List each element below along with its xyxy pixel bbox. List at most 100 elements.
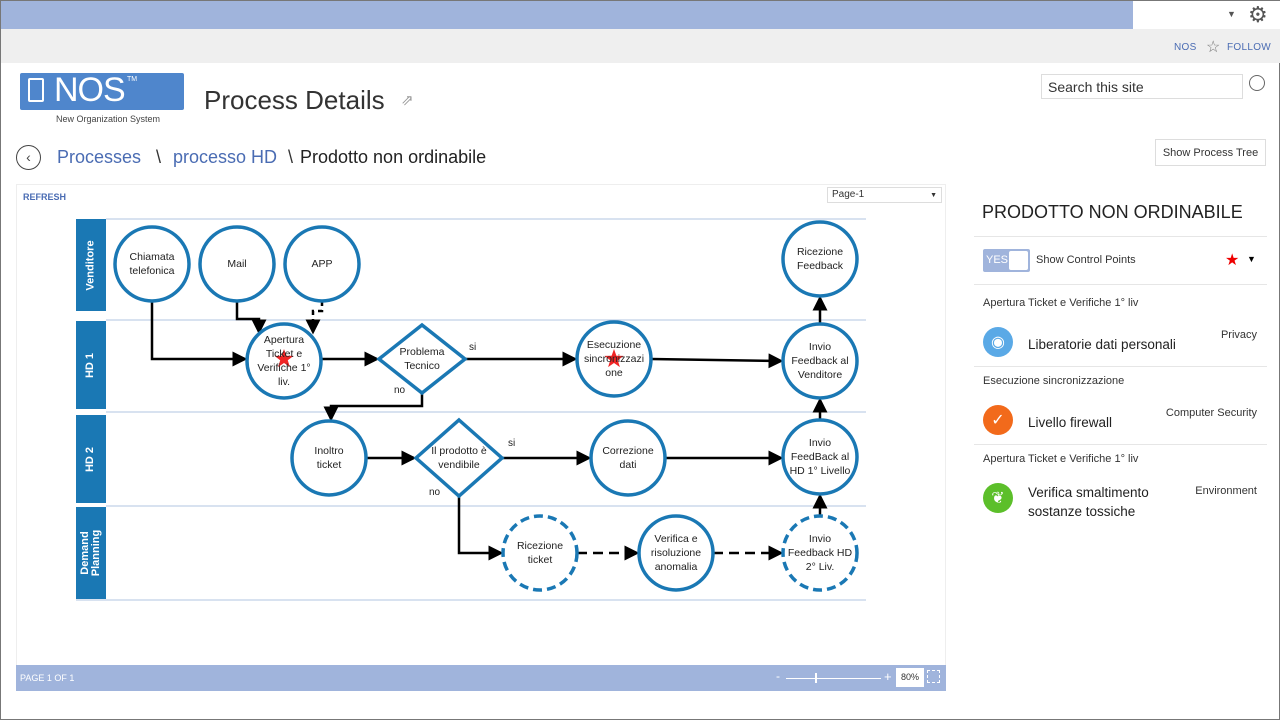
- page-status: PAGE 1 OF 1: [20, 673, 75, 683]
- node-ricezione-ticket: [501, 514, 579, 592]
- node-label[interactable]: Ricezione Feedback: [796, 246, 844, 272]
- edge: [235, 301, 267, 335]
- logo-tm: TM: [127, 76, 138, 83]
- breadcrumb-processes[interactable]: Processes: [57, 147, 142, 167]
- node-label[interactable]: Mail: [227, 258, 247, 270]
- toggle-text: Show Control Points: [1036, 254, 1136, 266]
- node-label[interactable]: Invio Feedback al Venditore: [791, 341, 849, 381]
- lane-hd2: HD 2: [76, 415, 106, 503]
- breadcrumb-separator: \: [288, 147, 294, 167]
- zoom-slider[interactable]: [786, 678, 881, 679]
- zoom-slider-handle[interactable]: [814, 673, 817, 683]
- toggle-knob: [1009, 251, 1028, 270]
- zoom-in-button[interactable]: +: [884, 669, 892, 684]
- control-step: Apertura Ticket e Verifiche 1° liv: [983, 453, 1139, 465]
- node-correzione: [589, 419, 667, 497]
- star-icon[interactable]: ★: [1225, 252, 1240, 269]
- page-select[interactable]: Page-1 ▼: [827, 187, 942, 203]
- star-icon[interactable]: ☆: [1206, 39, 1221, 56]
- logo-subtitle: New Organization System: [56, 114, 161, 124]
- node-label[interactable]: Problema Tecnico: [399, 346, 445, 372]
- suite-bar-right: ▼ ⚙: [1133, 1, 1280, 29]
- control-point-star-icon[interactable]: [604, 349, 624, 368]
- side-panel-title: PRODOTTO NON ORDINABILE: [982, 202, 1243, 222]
- edge: [323, 393, 424, 422]
- zoom-level[interactable]: 80%: [896, 668, 924, 687]
- node-app: [283, 225, 361, 303]
- edge: [150, 301, 248, 367]
- search-icon[interactable]: [1249, 75, 1265, 91]
- document-icon: [28, 78, 44, 102]
- divider: [974, 284, 1267, 285]
- control-points-toggle[interactable]: YES: [983, 249, 1030, 272]
- control-point-name[interactable]: Livello firewall: [1028, 415, 1113, 430]
- page-select-value: Page-1: [832, 189, 865, 200]
- node-label[interactable]: Invio Feedback HD 2° Liv.: [787, 533, 853, 573]
- control-point-name[interactable]: Verifica smaltimento sostanze tossiche: [1028, 485, 1149, 519]
- node-invio-hd1: [781, 418, 859, 496]
- node-label[interactable]: Verifica e risoluzione anomalia: [650, 533, 702, 573]
- breadcrumb-separator: \: [156, 147, 162, 167]
- node-label[interactable]: APP: [311, 258, 333, 270]
- node-label[interactable]: Esecuzione sincronizzazione: [583, 339, 645, 379]
- zoom-out-button[interactable]: -: [776, 669, 780, 683]
- logo-text: NOS: [54, 71, 126, 109]
- control-point-name[interactable]: Liberatorie dati personali: [1028, 337, 1176, 352]
- edge-label: si: [508, 438, 516, 449]
- viewer-footer: PAGE 1 OF 1 - + 80%: [16, 665, 946, 691]
- divider: [974, 366, 1267, 367]
- control-point-star-icon[interactable]: [274, 349, 294, 368]
- toggle-label: YES: [986, 254, 1009, 266]
- back-button[interactable]: ‹: [16, 145, 41, 170]
- shield-icon: ✓: [983, 405, 1013, 435]
- control-category: Computer Security: [1165, 407, 1257, 419]
- edge: [305, 301, 324, 335]
- breadcrumb-current: Prodotto non ordinabile: [300, 147, 487, 167]
- node-problema: [376, 322, 468, 396]
- page-title: Process Details: [204, 85, 385, 115]
- eye-icon: ◉: [983, 327, 1013, 357]
- edge-label: no: [429, 487, 441, 498]
- lane-venditore: Venditore: [76, 219, 106, 311]
- gear-icon[interactable]: ⚙: [1248, 2, 1268, 27]
- node-label[interactable]: Il prodotto è vendibile: [431, 445, 487, 471]
- node-mail: [198, 225, 276, 303]
- show-process-tree-button[interactable]: Show Process Tree: [1155, 139, 1266, 166]
- node-inoltro: [290, 419, 368, 497]
- node-label[interactable]: Apertura Ticket e Verifiche 1° liv.: [257, 334, 311, 388]
- node-label[interactable]: Ricezione ticket: [516, 540, 564, 566]
- node-label[interactable]: Invio FeedBack al HD 1° Livello: [789, 437, 851, 477]
- fit-to-screen-icon[interactable]: [927, 670, 940, 683]
- follow-link[interactable]: FOLLOW: [1227, 42, 1272, 53]
- chevron-down-icon: ▼: [930, 192, 937, 199]
- site-link[interactable]: NOS: [1174, 42, 1197, 53]
- node-chiamata: [113, 225, 191, 303]
- divider: [974, 444, 1267, 445]
- control-category: Environment: [1195, 485, 1257, 497]
- node-verifica: [637, 514, 715, 592]
- lane-demand-planning: Demand Planning: [76, 507, 106, 599]
- logo[interactable]: NOS TM: [20, 71, 184, 110]
- breadcrumb-processo-hd[interactable]: processo HD: [173, 147, 278, 167]
- control-step: Apertura Ticket e Verifiche 1° liv: [983, 297, 1139, 309]
- node-prodotto: [413, 417, 505, 499]
- refresh-button[interactable]: REFRESH: [23, 192, 67, 202]
- leaf-icon: ❦: [983, 483, 1013, 513]
- node-ricezione-feedback: [781, 220, 859, 298]
- share-icon[interactable]: ⇗: [401, 92, 414, 109]
- dropdown-caret-icon[interactable]: ▼: [1247, 254, 1256, 264]
- lane-hd1: HD 1: [76, 321, 106, 409]
- divider: [974, 236, 1267, 237]
- search-input[interactable]: Search this site: [1041, 74, 1243, 99]
- node-invio-hd2: [781, 514, 859, 592]
- node-invio-venditore: [781, 322, 859, 400]
- edge: [457, 492, 504, 561]
- control-category: Privacy: [1220, 329, 1257, 341]
- node-label[interactable]: Chiamata telefonica: [129, 251, 175, 277]
- suite-bar: [1, 1, 1133, 29]
- node-label[interactable]: Correzione dati: [602, 445, 654, 471]
- dropdown-caret-icon[interactable]: ▼: [1227, 9, 1236, 19]
- edge-label: si: [469, 342, 477, 353]
- node-label[interactable]: Inoltro ticket: [314, 445, 344, 471]
